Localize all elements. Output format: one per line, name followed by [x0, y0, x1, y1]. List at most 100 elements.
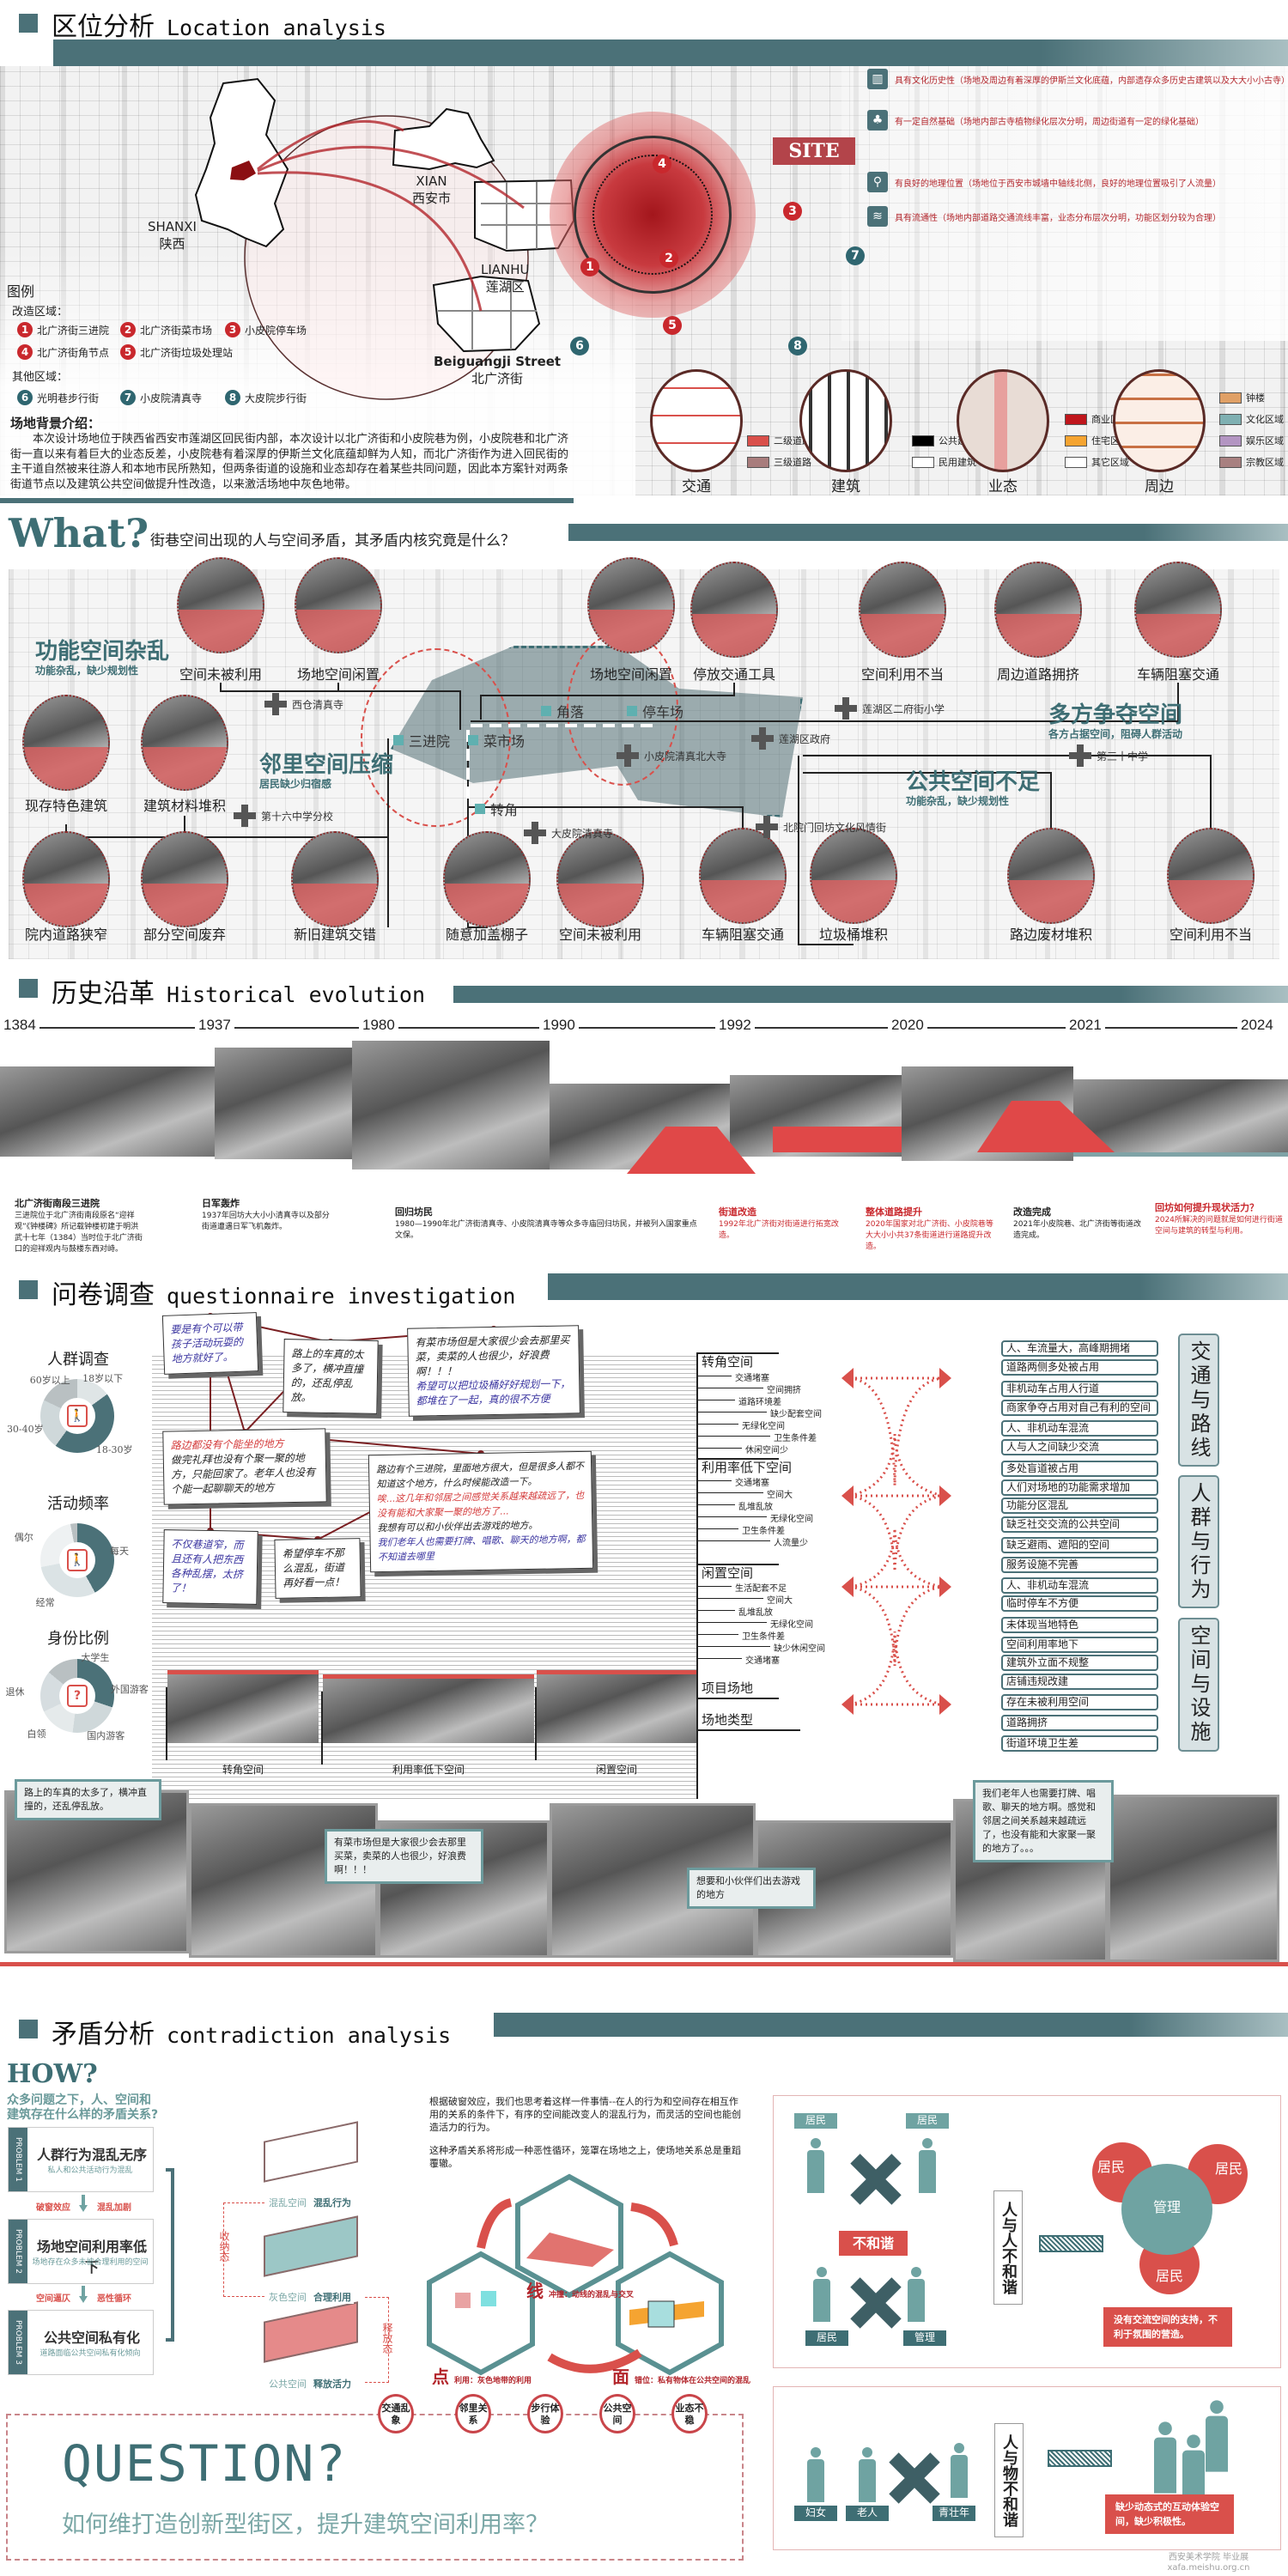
- sub-issue: 空间大: [767, 1596, 793, 1606]
- photo-oval: [699, 828, 787, 924]
- iso-label: 灰色空间合理利用: [266, 2290, 354, 2304]
- cycle-key: 面: [612, 2366, 629, 2387]
- analysis-legend: 文化区域: [1219, 412, 1284, 426]
- strip-label: 转角空间: [222, 1764, 264, 1776]
- title-cn: 问卷调查: [52, 1280, 155, 1310]
- sub-issue: 无绿化空间: [742, 1422, 785, 1431]
- title-bar: [548, 1273, 1288, 1300]
- sub-issue: 交通堵塞: [735, 1479, 769, 1488]
- problem-tag: PROBLEM 2: [9, 2220, 27, 2283]
- label-cn: 西安市: [412, 191, 452, 206]
- legend-label: 宗教区域: [1246, 457, 1284, 468]
- sub-line: [697, 1622, 767, 1623]
- note-text: 希望停车不那么混乱，街道再好看一点！: [282, 1546, 345, 1589]
- problem-highlight: [24, 884, 108, 926]
- title-cn: 区位分析: [52, 12, 155, 42]
- issue-item: 道路拥挤: [1001, 1715, 1158, 1731]
- sub-issue: 卫生条件差: [774, 1434, 817, 1443]
- map-marker-7: 7: [846, 246, 865, 265]
- section-divider: [0, 498, 574, 503]
- issue-item: 存在未被利用空间: [1001, 1694, 1158, 1710]
- problem-title: 场地空间利用率低下: [36, 2239, 147, 2275]
- problem-highlight: [692, 614, 776, 656]
- issue-item: 人与人之间缺少交流: [1001, 1439, 1158, 1455]
- donut-label: 退休: [5, 1686, 25, 1698]
- legend-title: 图例: [7, 283, 35, 300]
- site-node: 停车场: [627, 701, 683, 721]
- map-fade-right: [841, 66, 1288, 341]
- role-tag: 管理: [903, 2330, 946, 2346]
- analysis-legend: 钟楼: [1219, 391, 1265, 404]
- sub-line: [697, 1424, 738, 1425]
- photo-label: 建筑材料堆积: [143, 798, 226, 814]
- marker-icon: 1: [17, 322, 33, 337]
- how-title: HOW?: [7, 2059, 98, 2089]
- timeline-line: [17, 1027, 1271, 1029]
- marker-icon: 8: [225, 390, 240, 405]
- photo: [0, 1066, 215, 1157]
- landmark-label: 第三十中学: [1097, 750, 1149, 762]
- analysis-legend: 民用建筑: [912, 455, 976, 469]
- street-photo: [167, 1670, 319, 1743]
- issue-item: 建筑外立面不规整: [1001, 1655, 1158, 1671]
- watermark: 西安美术学院 毕业展 xafa.meishu.org.cn: [1167, 2553, 1250, 2573]
- space-type: 灰色空间: [269, 2292, 307, 2303]
- legend-swatch: [1065, 456, 1087, 468]
- photo-label: 垃圾桶堆积: [818, 927, 888, 943]
- photo-oval: [1007, 828, 1095, 924]
- landmark: 第十六中学分校: [234, 805, 333, 827]
- section-marker: [19, 2020, 38, 2038]
- history-event: 回坊如何提升现状活力？2024所解决的问题就是如何进行街道空间与建筑的转型与利用…: [1155, 1202, 1284, 1237]
- problem-highlight: [1009, 880, 1093, 922]
- isometric-diagram: [264, 2121, 358, 2183]
- photo-label: 空间利用不当: [860, 666, 944, 683]
- photo-oval: [810, 828, 897, 924]
- analysis-legend: 其它区域: [1065, 455, 1129, 469]
- category-line: [697, 1698, 779, 1699]
- icon-frame: 🚶: [67, 1549, 88, 1571]
- issue-item: 商家争夺占用对自己有利的空间: [1001, 1400, 1158, 1416]
- issue-item: 人、非机动车混流: [1001, 1577, 1158, 1594]
- note-text: 要是有个可以带孩子活动玩耍的地方就好了。: [170, 1321, 244, 1365]
- sub-line: [697, 1658, 742, 1659]
- survey-title: 活动频率: [47, 1495, 109, 1513]
- cross-icon: [850, 2277, 902, 2329]
- analysis-legend: 娱乐区域: [1219, 434, 1284, 447]
- timeline-year: 1992: [715, 1017, 755, 1034]
- sub-line: [697, 1586, 732, 1587]
- problem-highlight: [179, 610, 263, 652]
- space-category: 项目场地: [702, 1680, 754, 1696]
- group-title: 邻里空间压缩: [259, 752, 394, 778]
- people-panel: [773, 2095, 1281, 2368]
- landmark-label: 莲湖区二府街小学: [862, 702, 945, 715]
- photo-oval: [177, 557, 264, 653]
- landmark-label: 莲湖区政府: [779, 732, 831, 745]
- photo-label: 随意加盖棚子: [445, 927, 528, 943]
- legend-swatch: [1219, 392, 1242, 404]
- map-marker-3: 3: [783, 202, 802, 221]
- node-marker: [541, 706, 551, 716]
- issue-item: 多处盲道被占用: [1001, 1461, 1158, 1477]
- map-marker-4: 4: [653, 155, 671, 173]
- category-line: [697, 1458, 779, 1460]
- legend-renovated-title: 改造区域：: [12, 306, 69, 319]
- legend-swatch: [747, 456, 769, 468]
- timeline-year: 1937: [195, 1017, 234, 1034]
- sub-line: [697, 1610, 735, 1611]
- title-bar: [453, 986, 1288, 1003]
- legend-label: 北广济街角节点: [37, 346, 110, 359]
- disharmony-tag: 不和谐: [839, 2231, 908, 2256]
- donut-chart: 🚶: [40, 1523, 114, 1597]
- photo-label: 新旧建筑交错: [293, 927, 376, 943]
- site-ring-dotted: [592, 155, 713, 275]
- photo-oval: [556, 831, 644, 927]
- legend-swatch: [1219, 413, 1242, 425]
- title-cn: 历史沿革: [52, 979, 155, 1009]
- section-marker: [19, 14, 38, 33]
- issue-item: 非机动车占用人行道: [1001, 1381, 1158, 1397]
- event-title: 街道改造: [719, 1206, 756, 1218]
